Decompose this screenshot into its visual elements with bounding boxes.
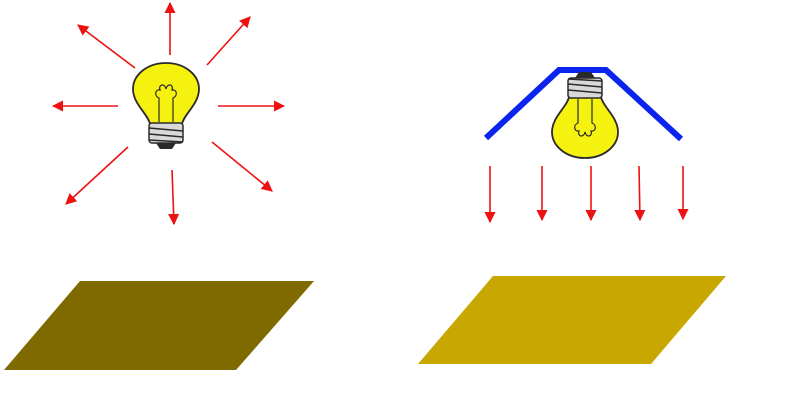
bulb-tip [156, 143, 176, 149]
base-thread [567, 78, 603, 82]
floor-plane-bright [418, 276, 726, 364]
base-thread [567, 83, 603, 88]
ray-down-right [211, 141, 273, 192]
ray-down-left [65, 146, 129, 205]
downward-light-rays [484, 165, 689, 224]
ray-down [634, 165, 646, 222]
bulb-with-reflector-panel [418, 67, 726, 364]
base-thread [567, 89, 603, 94]
bulb-tip [575, 72, 595, 78]
base-thread [148, 139, 184, 143]
reflector-icon [483, 67, 684, 142]
bulb-glass [551, 96, 619, 159]
ray-up-left [77, 24, 136, 69]
ray-up-right [206, 16, 251, 66]
radial-light-rays [51, 1, 286, 226]
bare-bulb-panel [4, 1, 314, 370]
ray-down [168, 169, 180, 226]
base-thread [148, 127, 184, 132]
bulb-glass [132, 62, 200, 125]
light-bulb-icon [132, 62, 200, 149]
bulb-filament [155, 84, 177, 122]
light-bulb-icon [551, 72, 619, 159]
floor-plane-dark [4, 281, 314, 370]
bulb-filament [574, 99, 596, 137]
base-thread [148, 133, 184, 138]
